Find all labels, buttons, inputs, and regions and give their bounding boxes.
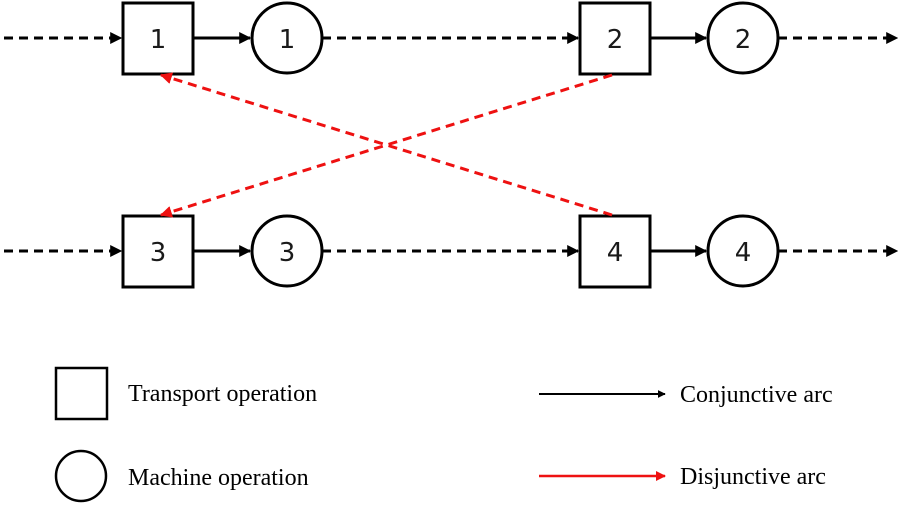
legend-label-transport: Transport operation bbox=[128, 381, 317, 407]
legend-item-disjunctive: Disjunctive arc bbox=[539, 464, 826, 490]
machine-node-4: 4 bbox=[706, 214, 780, 288]
transport-node-3: 3 bbox=[121, 214, 195, 289]
transport-node-2: 2 bbox=[578, 1, 652, 76]
transport-node-4: 4 bbox=[578, 214, 652, 289]
transport-node-1: 1 bbox=[121, 1, 195, 76]
legend-item-transport: Transport operation bbox=[54, 366, 317, 421]
transport-square-icon bbox=[54, 366, 109, 421]
node-label: 2 bbox=[607, 25, 624, 55]
legend-label-machine: Machine operation bbox=[128, 465, 309, 491]
node-label: 2 bbox=[735, 25, 752, 55]
disjunctive-arc-t2-to-t3 bbox=[159, 73, 613, 218]
machine-node-3: 3 bbox=[250, 214, 324, 288]
legend-item-machine: Machine operation bbox=[54, 449, 309, 503]
node-label: 3 bbox=[279, 238, 296, 268]
legend-label-conjunctive: Conjunctive arc bbox=[680, 382, 833, 408]
node-label: 4 bbox=[607, 238, 624, 268]
disjunctive-arc-t4-to-t1 bbox=[159, 72, 613, 217]
legend-label-disjunctive: Disjunctive arc bbox=[680, 464, 826, 490]
node-label: 4 bbox=[735, 238, 752, 268]
legend-item-conjunctive: Conjunctive arc bbox=[539, 382, 833, 408]
node-label: 3 bbox=[150, 238, 167, 268]
machine-node-2: 2 bbox=[706, 1, 780, 75]
node-label: 1 bbox=[279, 25, 296, 55]
row-2: 3 3 4 4 bbox=[4, 214, 899, 289]
machine-node-1: 1 bbox=[250, 1, 324, 75]
node-label: 1 bbox=[150, 25, 167, 55]
legend: Transport operation Machine operation Co… bbox=[54, 366, 833, 503]
row-1: 1 1 2 2 bbox=[4, 1, 899, 76]
machine-circle-icon bbox=[54, 449, 108, 503]
